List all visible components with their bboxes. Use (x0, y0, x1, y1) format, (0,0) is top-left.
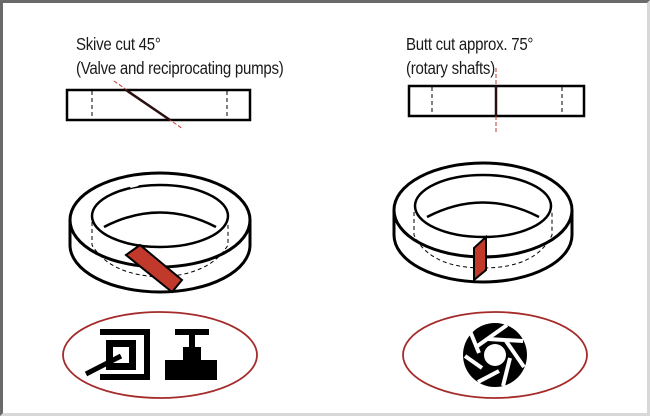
skive-cut-line (125, 88, 171, 122)
skive-cut-title: Skive cut 45° (76, 34, 161, 54)
ring-inner-depth (426, 201, 540, 219)
butt-applications (402, 311, 588, 399)
strip-outline (65, 88, 252, 122)
skive-cut-face (124, 243, 184, 294)
skive-cut-ring (68, 171, 252, 294)
butt-cut-face (473, 234, 487, 283)
skive-cut-strip (65, 80, 252, 130)
valve-icon (84, 329, 150, 380)
ring-hidden-lines (413, 212, 553, 269)
skive-applications (62, 311, 258, 399)
butt-cut-subtitle: (rotary shafts) (406, 58, 495, 78)
rotary-shaft-icon (463, 323, 527, 387)
ring-inner-depth (103, 211, 217, 229)
ring-inner-top (90, 183, 230, 249)
skive-cut-subtitle: (Valve and reciprocating pumps) (76, 58, 284, 78)
ring-outer-bottom (68, 220, 252, 294)
butt-cut-strip (407, 68, 586, 132)
ring-outer-bottom (392, 210, 574, 284)
reciprocating-pump-icon (165, 329, 217, 380)
ring-outer-top (68, 171, 252, 269)
application-oval (62, 311, 258, 399)
butt-cut-title: Butt cut approx. 75° (406, 34, 534, 54)
ring-inner-top (413, 173, 553, 239)
